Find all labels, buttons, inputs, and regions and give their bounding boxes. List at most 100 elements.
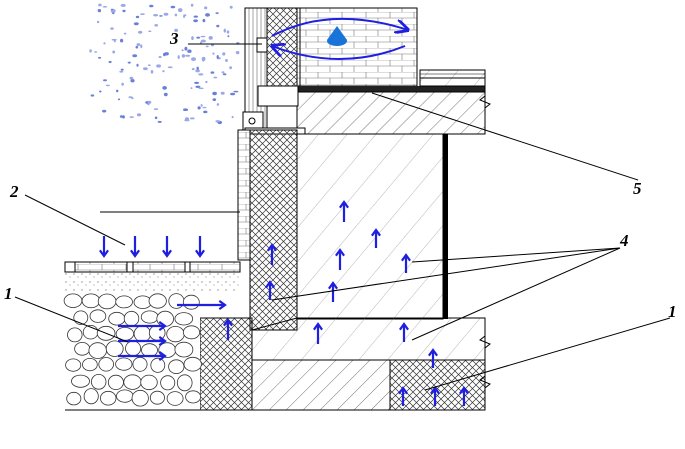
- arrow-icon: [130, 236, 140, 258]
- rain-drop: [112, 12, 115, 15]
- rain-drop: [129, 76, 134, 80]
- arrow-icon: [401, 253, 411, 273]
- rain-drop: [215, 120, 220, 123]
- gravel-stone: [98, 357, 114, 372]
- gravel-stone: [166, 325, 185, 343]
- rain-drop: [225, 59, 228, 62]
- rain-drop: [216, 24, 220, 28]
- rain-drop: [119, 70, 124, 73]
- arrow-icon: [459, 386, 469, 406]
- gravel-stone: [160, 375, 176, 391]
- rain-drop: [127, 61, 131, 64]
- arrow-icon: [428, 348, 438, 368]
- callout-3: 3: [170, 29, 179, 48]
- gravel-stone: [81, 293, 101, 309]
- rain-drop: [196, 66, 199, 71]
- arrow-icon: [430, 386, 440, 406]
- rain-drop: [156, 64, 162, 68]
- arrow-icon: [99, 236, 109, 258]
- arrow-icon: [399, 322, 409, 342]
- rain-drop: [120, 3, 126, 7]
- rain-drop: [123, 32, 127, 35]
- rain-drop: [120, 68, 124, 71]
- rain-drop: [230, 92, 236, 96]
- rain-drop: [153, 14, 159, 17]
- rain-drop: [116, 89, 119, 93]
- gravel-stone: [107, 374, 124, 390]
- rain-drop: [212, 91, 217, 96]
- callout-1-left: 1: [4, 284, 13, 303]
- rain-drop: [164, 52, 169, 56]
- rain-drop: [103, 79, 107, 82]
- gravel-stone: [74, 341, 91, 356]
- rain-drop: [110, 8, 114, 11]
- rain-drop: [102, 109, 107, 113]
- gravel-stone: [116, 389, 134, 403]
- gravel-stone: [183, 356, 202, 372]
- rain-drop: [162, 86, 167, 90]
- gravel-stone: [182, 294, 200, 310]
- rain-drop: [205, 45, 209, 48]
- gravel-stones: [63, 293, 202, 407]
- rain-drop: [181, 49, 184, 52]
- rain-drop: [136, 43, 141, 47]
- rain-drop: [200, 104, 203, 107]
- gravel-stone: [132, 356, 148, 372]
- callout-4: 4: [620, 231, 629, 250]
- plinth-cladding: [237, 129, 251, 261]
- rain-drop: [103, 42, 106, 45]
- arrow-icon: [118, 351, 167, 361]
- arrow-icon: [339, 200, 349, 222]
- rain-drop: [90, 94, 95, 97]
- rain-drop: [136, 63, 139, 67]
- rain-drop: [154, 116, 158, 120]
- rain-drop: [185, 54, 191, 57]
- rain-drop: [163, 12, 169, 16]
- rain-drop: [208, 36, 213, 40]
- rain-drop: [120, 38, 124, 43]
- gravel-stone: [105, 340, 124, 357]
- rain-drop: [122, 9, 126, 13]
- rain-drop: [212, 98, 217, 101]
- rain-drop: [191, 36, 194, 41]
- rain-drop: [195, 85, 201, 89]
- rain-drop: [183, 15, 186, 18]
- rain-drop: [135, 15, 140, 19]
- gravel-stone: [73, 310, 89, 325]
- arrow-icon: [267, 243, 277, 265]
- gravel-stone: [168, 293, 185, 309]
- gravel-stone: [90, 373, 107, 390]
- rain-drop: [136, 113, 142, 117]
- gravel-stone: [131, 389, 149, 407]
- rain-drop: [191, 57, 196, 61]
- rain-drop: [98, 3, 102, 7]
- rain-drop: [187, 49, 192, 53]
- rain-drop: [205, 13, 210, 17]
- gravel-stone: [174, 312, 194, 326]
- rain-drop: [202, 18, 206, 23]
- rain-drop: [98, 56, 102, 59]
- gravel-stone: [182, 325, 201, 340]
- arrow-icon: [118, 321, 167, 331]
- circulation-arrow-icon: [272, 17, 408, 60]
- gravel-stone: [97, 293, 117, 310]
- rain-drop: [235, 51, 240, 55]
- rain-drop: [222, 73, 227, 76]
- insulation-layer: [249, 129, 298, 331]
- rain-drop: [216, 55, 219, 59]
- gravel-stone: [63, 293, 83, 308]
- arrow-icon: [371, 228, 381, 248]
- gravel-stone: [176, 374, 193, 392]
- rain-drop: [149, 4, 154, 8]
- rain-drop: [183, 108, 188, 111]
- rain-drop: [229, 5, 233, 9]
- gravel-stone: [174, 341, 194, 358]
- rain-drop: [99, 90, 102, 93]
- arrow-icon: [195, 236, 205, 258]
- rain-drop: [143, 67, 148, 71]
- rain-drop: [227, 35, 230, 38]
- foundation-wall: [296, 133, 448, 320]
- break-marks: [479, 86, 491, 410]
